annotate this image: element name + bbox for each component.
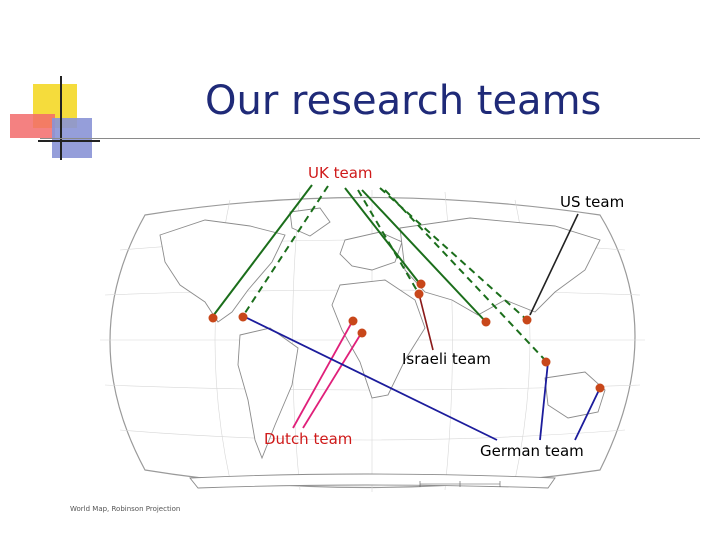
uk-dashed-line-2 [357, 189, 420, 295]
marker-west-africa-1 [348, 316, 358, 326]
deco-horizontal-line [38, 140, 100, 142]
german-team-label: German team [480, 442, 584, 460]
title-underline [40, 138, 700, 139]
uk-dashed-line-4 [384, 189, 546, 361]
german-line-2 [539, 361, 549, 441]
german-line-3 [574, 387, 601, 441]
marker-middle-east-2 [414, 289, 424, 299]
uk-dashed-line-1 [242, 185, 329, 317]
africa [331, 279, 426, 399]
german-line-1 [242, 315, 498, 441]
deco-red-block [10, 114, 55, 138]
marker-west-africa-2 [357, 328, 367, 338]
marker-indonesia [541, 357, 551, 367]
us-team-connector [529, 213, 579, 316]
dutch-team-connectors [292, 321, 363, 429]
uk-dashed-line-3 [379, 187, 528, 321]
israeli-team-label: Israeli team [402, 350, 491, 368]
dutch-team-label: Dutch team [264, 430, 352, 448]
marker-south-asia [481, 317, 491, 327]
israeli-team-connector [418, 293, 434, 351]
north-america [159, 219, 286, 323]
marker-north-america-east [238, 312, 248, 322]
marker-middle-east-1 [416, 279, 426, 289]
uk-team-connectors [212, 184, 546, 361]
south-america [237, 327, 299, 460]
antarctica [189, 473, 556, 489]
us-team-label: US team [560, 193, 624, 211]
marker-australia [595, 383, 605, 393]
dutch-line-2 [302, 331, 363, 429]
uk-solid-line-1 [212, 184, 313, 317]
world-map [100, 190, 645, 492]
deco-vertical-line [60, 76, 62, 160]
dutch-line-1 [292, 321, 353, 429]
german-team-connectors [242, 315, 601, 441]
scale-bar [419, 481, 501, 487]
marker-north-america-west [208, 313, 218, 323]
marker-southeast-asia [522, 315, 532, 325]
slide-title: Our research teams [205, 78, 602, 124]
uk-solid-line-3 [361, 189, 487, 323]
map-caption: World Map, Robinson Projection [70, 505, 181, 513]
asia [399, 217, 601, 316]
location-markers [208, 279, 605, 393]
uk-solid-line-2 [344, 187, 421, 285]
uk-team-label: UK team [308, 164, 373, 182]
australia [544, 371, 606, 419]
